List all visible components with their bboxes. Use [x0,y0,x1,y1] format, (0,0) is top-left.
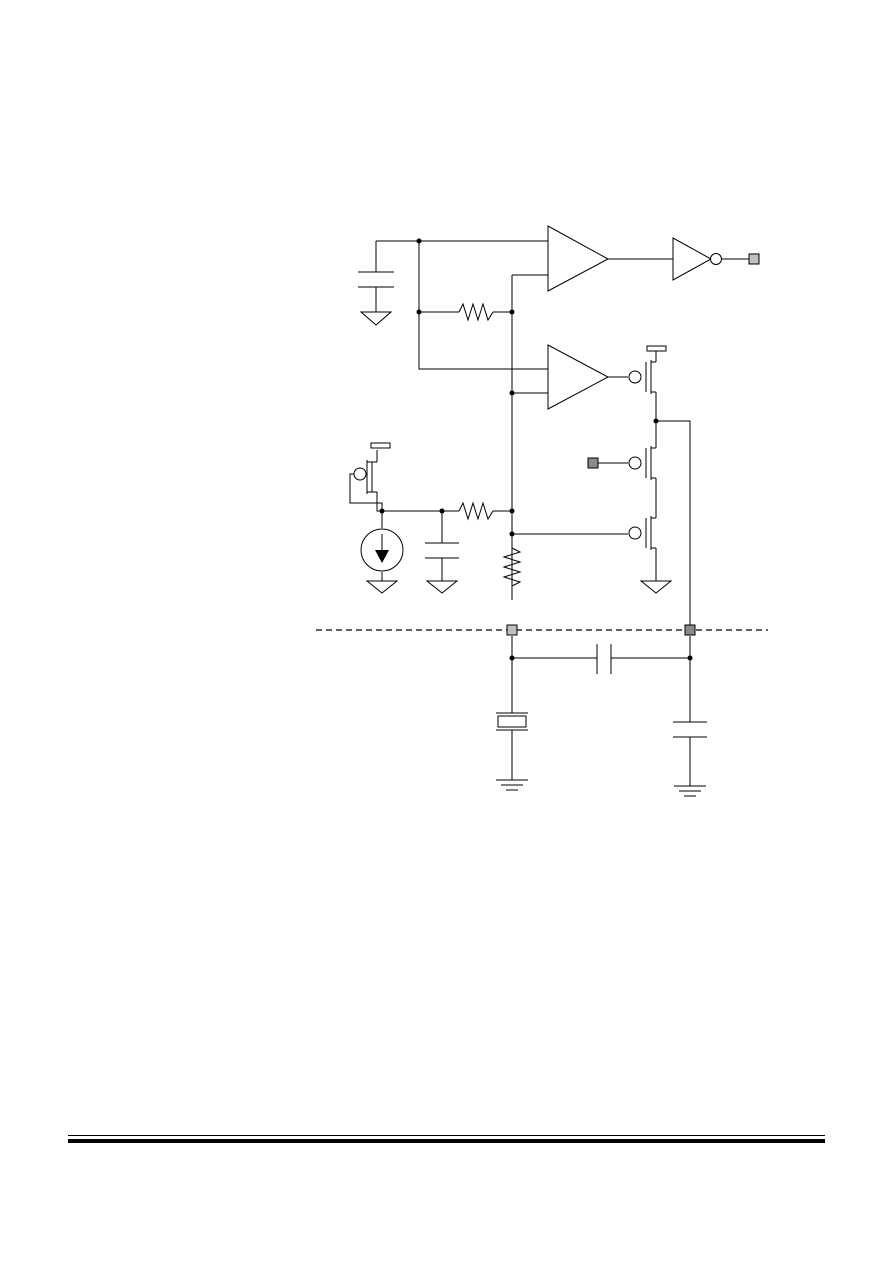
resistor-series [502,547,522,587]
ground-icon [359,311,393,326]
current-source [360,528,404,572]
comparator-2 [547,344,610,410]
wires [349,240,749,786]
footer-rule-thin [68,1135,825,1136]
earth-ground-icon [674,785,706,797]
footer-rule-thick [68,1139,825,1143]
capacitor-load [673,721,707,738]
ground-icon [425,580,459,594]
pmos-driver [628,345,667,394]
ground-icon [365,580,399,594]
control-pad [587,457,599,469]
inverter-bubble [710,253,722,265]
inverter [672,237,713,281]
crystal-pad-1 [506,624,518,636]
supply-terminal [370,442,391,449]
output-pad [748,253,760,265]
crystal [496,712,528,731]
pmos-middle [628,446,656,480]
ground-icon [639,580,673,594]
crystal-pad-2 [684,624,696,636]
resistor-bias [458,501,494,521]
junction-dots [379,238,693,661]
supply-terminal [646,345,667,352]
earth-ground-icon [496,779,528,791]
capacitor-top [358,271,394,288]
capacitor-bias [425,542,459,559]
pmos-lower [628,516,656,550]
pmos-bias [353,442,391,494]
comparator-1 [547,225,610,292]
capacitor-coupling [596,644,612,674]
resistor-feedback [458,302,494,322]
